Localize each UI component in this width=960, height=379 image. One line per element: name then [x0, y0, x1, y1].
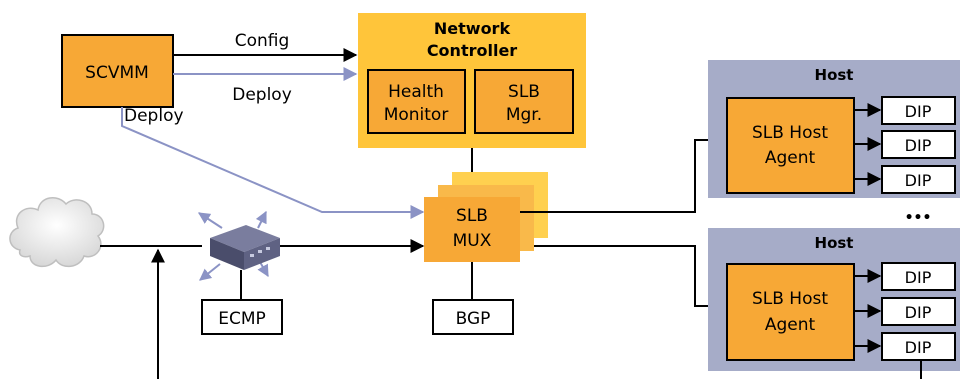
- more-hosts-ellipsis: •••: [905, 210, 932, 226]
- controller-title-line2: Controller: [427, 41, 517, 60]
- health-monitor-line2: Monitor: [384, 105, 449, 125]
- deploy-controller-label: Deploy: [232, 85, 292, 105]
- slb-host-agent: SLB Host Agent: [726, 263, 855, 361]
- mux-stack-front: [424, 197, 520, 262]
- dip-box: DIP: [881, 262, 956, 291]
- host-title: Host: [815, 234, 854, 252]
- dip-label: DIP: [905, 136, 932, 155]
- agent-line1: SLB Host: [752, 123, 828, 143]
- scvmm-node: SCVMM: [61, 34, 174, 108]
- dip-box: DIP: [881, 332, 956, 361]
- slb-mux: SLB MUX: [424, 172, 548, 262]
- slb-mgr-line2: Mgr.: [506, 105, 542, 125]
- network-controller: Network Controller Health Monitor SLB Mg…: [358, 13, 586, 148]
- mux-line1: SLB: [456, 206, 488, 226]
- deploy-mux-arrow: [121, 107, 425, 219]
- slb-manager-box: SLB Mgr.: [474, 69, 574, 134]
- cloud-icon: [9, 197, 105, 268]
- dip-box: DIP: [881, 130, 956, 159]
- mux-to-host2-arrow: [534, 245, 727, 313]
- health-monitor-line1: Health: [388, 82, 444, 102]
- dip-box: DIP: [881, 96, 956, 125]
- agent-line1: SLB Host: [752, 289, 828, 309]
- agent-line2: Agent: [765, 148, 816, 168]
- dip-label: DIP: [905, 338, 932, 357]
- ecmp-label: ECMP: [218, 309, 266, 329]
- dip-label: DIP: [905, 268, 932, 287]
- dip-label: DIP: [905, 171, 932, 190]
- agent-line2: Agent: [765, 315, 816, 335]
- slb-mgr-line1: SLB: [508, 82, 540, 102]
- scvmm-label: SCVMM: [85, 63, 149, 83]
- dip-box: DIP: [881, 165, 956, 194]
- mux-line2: MUX: [453, 231, 492, 251]
- dip-label: DIP: [905, 303, 932, 322]
- slb-host-agent: SLB Host Agent: [726, 97, 855, 194]
- host-1: Host SLB Host Agent DIP DIP DIP: [708, 60, 960, 198]
- bgp-label: BGP: [456, 309, 491, 329]
- config-label: Config: [235, 31, 290, 51]
- ecmp-box: ECMP: [201, 299, 283, 335]
- controller-title-line1: Network: [434, 19, 511, 38]
- dip-label: DIP: [905, 102, 932, 121]
- deploy-mux-label: Deploy: [124, 106, 184, 126]
- bgp-box: BGP: [432, 299, 514, 335]
- host-title: Host: [815, 66, 854, 84]
- dip-box: DIP: [881, 297, 956, 326]
- mux-to-host1-arrow: [520, 133, 727, 213]
- health-monitor-box: Health Monitor: [367, 69, 466, 134]
- router-icon: [197, 210, 280, 281]
- host-2: Host SLB Host Agent DIP DIP DIP: [708, 228, 960, 379]
